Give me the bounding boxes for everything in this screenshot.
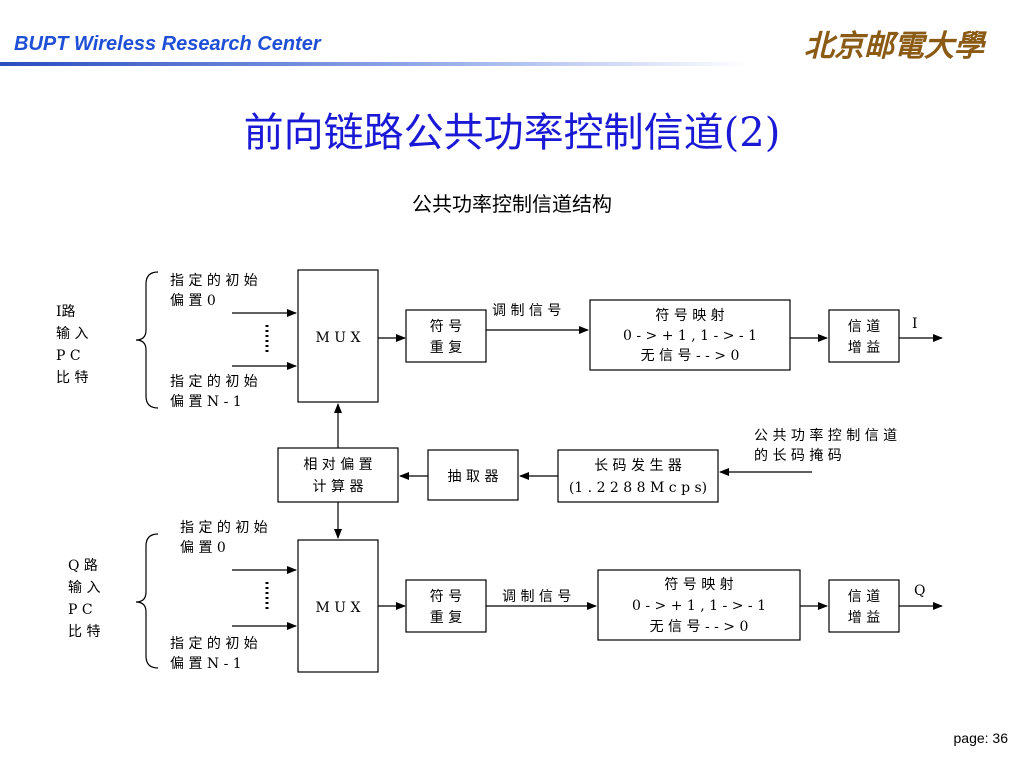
lower-modulation-signal-label: 调 制 信 号 — [502, 589, 571, 605]
upper-repeat-label-line: 符 号 — [430, 319, 462, 335]
upper-mux-label: M U X — [315, 330, 360, 346]
org-name: BUPT Wireless Research Center — [14, 33, 321, 55]
lower-repeat-label-line: 重 复 — [430, 609, 462, 626]
offset-calculator-label-line: 相 对 偏 置 — [303, 457, 372, 473]
upper-input-label-line: 输 入 — [56, 326, 88, 342]
upper-output-label: I — [912, 316, 918, 332]
offset-calculator-block — [277, 447, 399, 503]
upper-bias-first-line: 偏 置 0 — [170, 293, 216, 309]
decimator-label: 抽 取 器 — [448, 469, 499, 485]
lower-input-label: Q 路 输 入 P C 比 特 — [68, 558, 100, 640]
upper-input-label-line: 比 特 — [56, 370, 88, 386]
long-code-mask-line: 的 长 码 掩 码 — [754, 448, 842, 464]
lower-bias-first-line: 指 定 的 初 始 — [180, 519, 268, 536]
logo-calligraphy: 北京邮電大學 — [804, 29, 987, 64]
upper-input-label-line: P C — [56, 348, 81, 364]
upper-mapping-label-line: 0 - > + 1 , 1 - > - 1 — [623, 328, 757, 344]
lower-bias-first-label: 指 定 的 初 始 偏 置 0 — [180, 519, 268, 556]
lower-gain-block — [828, 579, 900, 633]
diagram-caption: 公共功率控制信道结构 — [412, 192, 612, 216]
lower-repeat-block — [405, 579, 487, 633]
lower-mux-label: M U X — [315, 600, 360, 616]
long-code-generator-block — [557, 449, 719, 503]
upper-mapping-label-line: 无 信 号 - - > 0 — [641, 348, 740, 364]
upper-mapping-block — [589, 299, 791, 371]
upper-input-label: I路 输 入 P C 比 特 — [56, 304, 88, 386]
long-code-generator-label-line: 长 码 发 生 器 — [594, 458, 682, 474]
lower-bias-last-line: 指 定 的 初 始 — [170, 635, 258, 652]
lower-mapping-label-line: 0 - > + 1 , 1 - > - 1 — [632, 598, 766, 614]
upper-gain-block — [828, 309, 900, 363]
lower-mapping-label-line: 无 信 号 - - > 0 — [650, 619, 749, 635]
lower-bias-first-line: 偏 置 0 — [180, 540, 226, 556]
lower-gain-label-line: 增 益 — [848, 610, 880, 626]
upper-mux-block — [297, 269, 379, 403]
header: BUPT Wireless Research Center 北京邮電大學 — [0, 0, 1024, 90]
lower-output-label: Q — [914, 583, 925, 599]
lower-gain-label-line: 信 道 — [848, 589, 880, 605]
upper-input-brace — [135, 271, 159, 409]
upper-bias-first-line: 指 定 的 初 始 — [170, 272, 258, 289]
upper-bias-last-line: 指 定 的 初 始 — [170, 373, 258, 390]
long-code-mask-label: 公 共 功 率 控 制 信 道 的 长 码 掩 码 — [754, 427, 897, 464]
offset-calculator-label-line: 计 算 器 — [313, 479, 364, 495]
lower-input-label-line: 输 入 — [68, 580, 100, 596]
lower-bias-last-label: 指 定 的 初 始 偏 置 N - 1 — [170, 635, 258, 672]
lower-mapping-label-line: 符 号 映 射 — [664, 577, 733, 593]
long-code-generator-label-line: (1 . 2 2 8 8 M c p s) — [569, 480, 707, 496]
upper-gain-label-line: 信 道 — [848, 319, 880, 335]
lower-input-label-line: Q 路 — [68, 558, 98, 574]
header-divider — [0, 62, 750, 66]
lower-repeat-label-line: 符 号 — [430, 589, 462, 605]
lower-input-label-line: 比 特 — [68, 624, 100, 640]
university-logo: 北京邮電大學 — [804, 29, 987, 64]
long-code-mask-line: 公 共 功 率 控 制 信 道 — [754, 427, 897, 444]
upper-bias-last-line: 偏 置 N - 1 — [170, 394, 242, 410]
page-number: page: 36 — [953, 730, 1009, 746]
lower-input-label-line: P C — [68, 602, 93, 618]
upper-repeat-label-line: 重 复 — [430, 339, 462, 356]
decimator-block — [427, 449, 519, 501]
upper-modulation-signal-label: 调 制 信 号 — [492, 303, 561, 319]
lower-mux-block — [297, 539, 379, 673]
upper-repeat-block — [405, 309, 487, 363]
upper-mapping-label-line: 符 号 映 射 — [655, 308, 724, 324]
upper-bias-first-label: 指 定 的 初 始 偏 置 0 — [170, 272, 258, 309]
lower-bias-last-line: 偏 置 N - 1 — [170, 656, 242, 672]
upper-input-label-line: I路 — [56, 304, 76, 320]
page-title: 前向链路公共功率控制信道(2) — [243, 110, 781, 156]
lower-input-brace — [135, 533, 159, 669]
upper-bias-last-label: 指 定 的 初 始 偏 置 N - 1 — [170, 373, 258, 410]
upper-gain-label-line: 增 益 — [848, 340, 880, 356]
lower-mapping-block — [597, 569, 801, 641]
